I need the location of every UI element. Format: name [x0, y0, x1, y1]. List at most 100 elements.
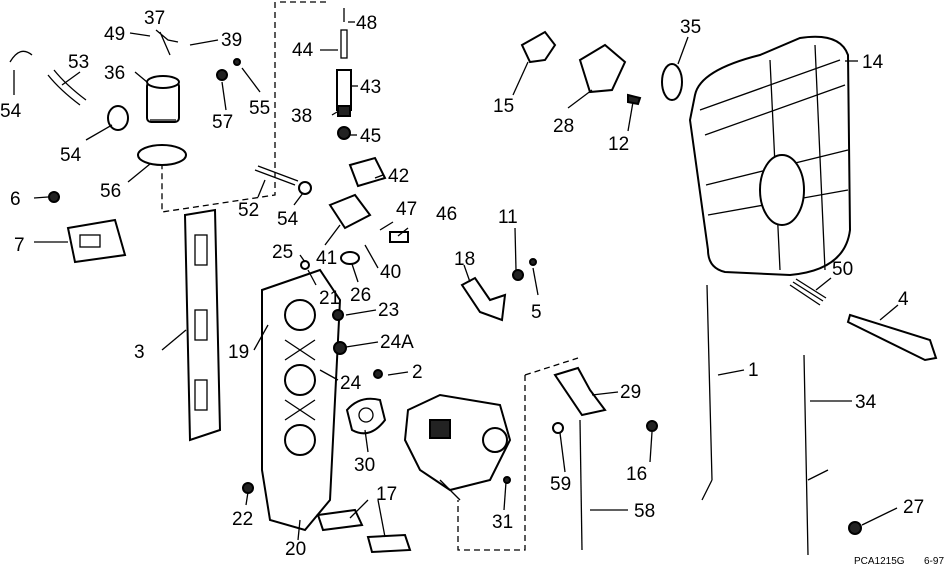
check-valve-stack	[336, 8, 352, 140]
part-number-labels: 1 2 3 4 5 6 7 11 12 14 15 16 17 18 19 20…	[0, 8, 924, 560]
label-58: 58	[634, 501, 655, 522]
label-4: 4	[898, 289, 909, 310]
label-24a: 24A	[380, 332, 414, 353]
label-14: 14	[862, 52, 884, 73]
fitting-57-part	[216, 69, 228, 81]
spring-part	[789, 278, 827, 306]
screw-2-part	[373, 369, 383, 379]
silencer-part	[688, 35, 852, 277]
label-28: 28	[553, 116, 574, 137]
screw-31-part	[503, 476, 511, 484]
label-18: 18	[454, 249, 475, 270]
oring-26-part	[340, 251, 360, 265]
screw-part	[627, 93, 642, 106]
label-26: 26	[350, 285, 371, 306]
label-23: 23	[378, 300, 399, 321]
screw-27-part	[848, 521, 862, 535]
screw-11-part	[512, 269, 524, 281]
label-49: 49	[104, 24, 125, 45]
label-27: 27	[903, 497, 924, 518]
label-39: 39	[221, 30, 242, 51]
label-24: 24	[340, 373, 362, 394]
label-3: 3	[134, 342, 145, 363]
label-47: 47	[396, 199, 417, 220]
fitting-46-part	[389, 231, 409, 243]
label-59: 59	[550, 474, 571, 495]
screw-6-part	[48, 191, 60, 203]
intake-manifold-part	[261, 268, 342, 532]
label-7: 7	[14, 235, 25, 256]
label-31: 31	[492, 512, 513, 533]
fuel-filter-group-outline	[161, 2, 276, 213]
label-34: 34	[855, 392, 877, 413]
label-53: 53	[68, 52, 89, 73]
pin-part	[254, 165, 299, 186]
label-54-top-left: 54	[0, 101, 22, 122]
washer-25-part	[300, 260, 310, 270]
label-52: 52	[238, 200, 259, 221]
washer-59-part	[552, 422, 564, 434]
ring-54-part	[298, 181, 312, 195]
screw-22-part	[242, 482, 254, 494]
label-30: 30	[354, 455, 375, 476]
throttle-rod-part	[701, 284, 713, 501]
label-25: 25	[272, 242, 293, 263]
label-15: 15	[493, 96, 514, 117]
label-22: 22	[232, 509, 253, 530]
hose-clamp-part	[9, 50, 33, 63]
label-5: 5	[531, 302, 542, 323]
bracket-part	[66, 218, 127, 264]
label-48: 48	[356, 13, 377, 34]
label-11: 11	[498, 207, 518, 228]
shaft-part	[846, 313, 938, 362]
label-2: 2	[412, 362, 423, 383]
clip-part	[107, 105, 129, 131]
intake-cover-part	[578, 43, 627, 94]
label-1: 1	[748, 360, 759, 381]
label-41: 41	[316, 248, 337, 269]
lever-bracket-part	[460, 276, 507, 322]
label-54-center: 54	[277, 209, 299, 230]
label-44: 44	[292, 40, 314, 61]
label-57: 57	[212, 112, 233, 133]
filter-clamp-part	[137, 144, 187, 166]
label-56: 56	[100, 181, 121, 202]
bushing-23-part	[332, 309, 344, 321]
nut-24a-part	[333, 341, 347, 355]
label-36: 36	[104, 63, 125, 84]
hose-part	[47, 69, 87, 106]
label-21: 21	[319, 288, 340, 309]
fuel-filter-part	[146, 75, 180, 123]
hose-pair-part	[316, 508, 412, 554]
carb-gasket-part	[345, 397, 387, 435]
label-45: 45	[360, 126, 381, 147]
screw-16-part	[646, 420, 658, 432]
label-54-mid-left: 54	[60, 145, 82, 166]
carburetor-part	[403, 393, 512, 501]
fuel-pump-part	[328, 156, 387, 230]
label-19: 19	[228, 342, 249, 363]
label-42: 42	[388, 166, 409, 187]
linkage-part	[553, 366, 607, 417]
label-38: 38	[291, 106, 312, 127]
figure-date: 6-97	[924, 556, 944, 567]
label-20: 20	[285, 539, 306, 560]
label-55: 55	[249, 98, 270, 119]
manifold-gasket-part	[183, 208, 222, 442]
label-35: 35	[680, 17, 701, 38]
label-37: 37	[144, 8, 165, 29]
label-16: 16	[626, 464, 647, 485]
figure-code: PCA1215G	[854, 556, 905, 567]
label-43: 43	[360, 77, 381, 98]
label-46: 46	[436, 204, 457, 225]
screw-5-part	[529, 258, 537, 266]
leader-lines	[13, 21, 899, 541]
label-40: 40	[380, 262, 401, 283]
label-29: 29	[620, 382, 641, 403]
label-50: 50	[832, 259, 853, 280]
screw-55-part	[233, 58, 241, 66]
label-12: 12	[608, 134, 629, 155]
label-6: 6	[10, 189, 21, 210]
